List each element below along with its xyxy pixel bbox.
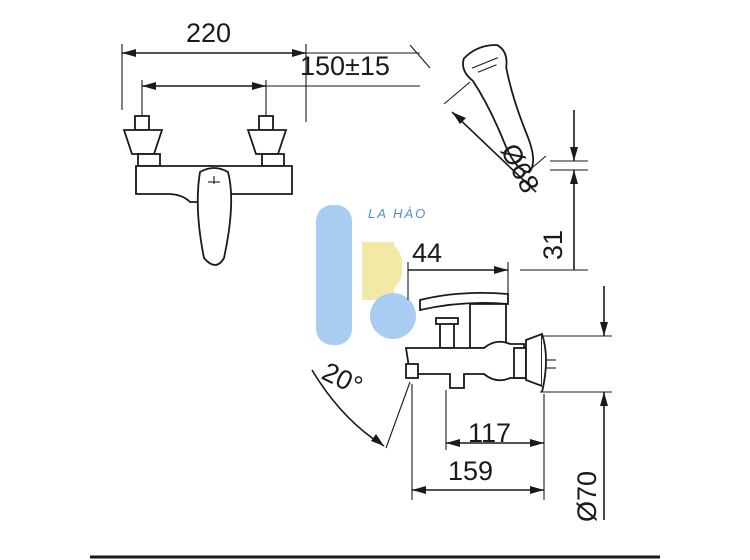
dim-31: 31 — [538, 230, 568, 260]
front-view: 220 150±15 — [121, 18, 431, 266]
hand-shower: Ø68 — [443, 44, 547, 198]
dim-159: 159 — [448, 456, 493, 486]
watermark-logo: LA HÀO — [316, 205, 427, 345]
dim-150: 150±15 — [300, 51, 390, 81]
dim-117: 117 — [468, 418, 511, 448]
dim-220: 220 — [186, 18, 231, 48]
dim-20deg: 20° — [317, 356, 367, 401]
side-view: 31 44 20° 117 — [311, 110, 612, 522]
dim-o68: Ø68 — [495, 139, 545, 198]
watermark-text: LA HÀO — [368, 206, 427, 221]
dim-o70: Ø70 — [572, 471, 602, 522]
dim-44: 44 — [412, 238, 442, 268]
